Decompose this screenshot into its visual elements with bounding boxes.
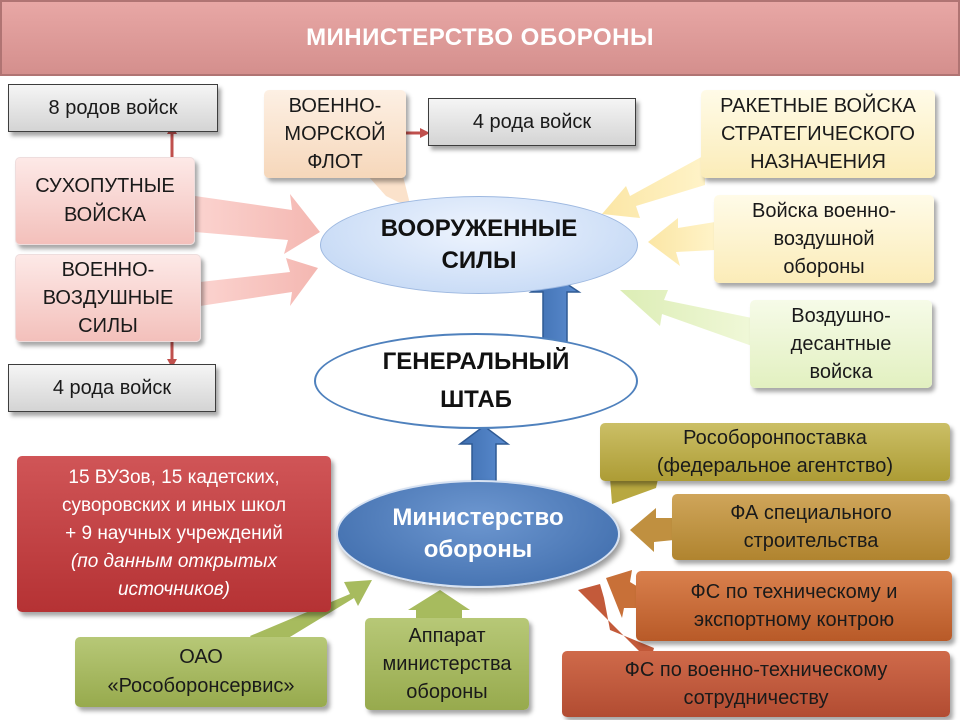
education-line-1: 15 ВУЗов, 15 кадетских, xyxy=(68,467,280,488)
arrow-military-coop xyxy=(578,584,654,662)
special-construction-line-2: строительства xyxy=(743,530,879,552)
aerospace-defense-box: Войска военно- воздушной обороны xyxy=(714,195,934,283)
airborne-line-2: десантные xyxy=(790,333,892,355)
apparatus-line-1: Аппарат xyxy=(408,625,486,647)
education-line-4: (по данным открытых xyxy=(70,551,278,572)
arrow-airborne-to-armed xyxy=(620,290,752,346)
navy-line-2: МОРСКОЙ xyxy=(284,123,386,145)
strategic-missile-line-2: СТРАТЕГИЧЕСКОГО xyxy=(721,123,915,145)
special-construction-box: ФА специального строительства xyxy=(672,494,950,560)
arrow-missile-to-armed xyxy=(602,155,705,218)
airborne-line-3: войска xyxy=(809,361,873,383)
apparatus-line-2: министерства xyxy=(382,653,512,675)
export-control-box: ФС по техническому и экспортному контрою xyxy=(636,571,952,641)
education-line-3: + 9 научных учреждений xyxy=(65,523,283,544)
export-control-line-2: экспортному контрою xyxy=(693,609,895,631)
arrow-oboronservis xyxy=(250,580,372,654)
rosoboronpostavka-line-2: (федеральное агентство) xyxy=(656,455,894,477)
aerospace-defense-line-1: Войска военно- xyxy=(751,200,897,222)
arrow-apparatus xyxy=(408,590,470,622)
airborne-line-1: Воздушно- xyxy=(791,305,891,327)
ministry-ellipse: Министерство обороны xyxy=(336,480,620,588)
airborne-box: Воздушно- десантные войска xyxy=(750,300,932,388)
arrow-export-control xyxy=(606,570,640,618)
ground-branches-box: 8 родов войск xyxy=(8,84,218,132)
general-staff-line-1: ГЕНЕРАЛЬНЫЙ xyxy=(382,348,570,375)
navy-line-1: ВОЕННО- xyxy=(288,95,382,117)
connector-air-branches-head xyxy=(167,359,177,368)
arrow-aerodef-to-armed xyxy=(648,218,715,266)
strategic-missile-box: РАКЕТНЫЕ ВОЙСКА СТРАТЕГИЧЕСКОГО НАЗНАЧЕН… xyxy=(701,90,935,178)
ground-branches-label: 8 родов войск xyxy=(48,96,178,119)
arrow-special-construction xyxy=(630,508,674,552)
armed-forces-ellipse: ВООРУЖЕННЫЕ СИЛЫ xyxy=(320,196,638,294)
ministry-line-1: Министерство xyxy=(392,504,564,531)
education-box: 15 ВУЗов, 15 кадетских, суворовских и ин… xyxy=(17,456,331,612)
navy-line-3: ФЛОТ xyxy=(307,151,363,173)
oboronservis-line-2: «Рособоронсервис» xyxy=(107,675,295,697)
armed-forces-line-2: СИЛЫ xyxy=(441,247,517,274)
military-coop-line-2: сотрудничеству xyxy=(683,687,829,709)
education-line-5: источников) xyxy=(117,579,231,600)
oboronservis-line-1: ОАО xyxy=(179,646,223,668)
navy-box: ВОЕННО- МОРСКОЙ ФЛОТ xyxy=(264,90,406,178)
ground-forces-box: СУХОПУТНЫЕ ВОЙСКА xyxy=(15,157,195,245)
rosoboronpostavka-line-1: Рособоронпоставка xyxy=(683,427,867,449)
air-forces-line-3: СИЛЫ xyxy=(78,315,138,337)
general-staff-ellipse: ГЕНЕРАЛЬНЫЙ ШТАБ xyxy=(314,333,638,429)
armed-forces-line-1: ВООРУЖЕННЫЕ xyxy=(380,215,578,242)
special-construction-line-1: ФА специального xyxy=(730,502,892,524)
ground-forces-line-2: ВОЙСКА xyxy=(63,204,147,226)
ministry-line-2: обороны xyxy=(423,536,533,563)
education-line-2: суворовских и иных школ xyxy=(61,495,287,516)
apparatus-box: Аппарат министерства обороны xyxy=(365,618,529,710)
air-forces-box: ВОЕННО- ВОЗДУШНЫЕ СИЛЫ xyxy=(15,254,201,342)
title-banner: МИНИСТЕРСТВО ОБОРОНЫ xyxy=(0,0,960,76)
strategic-missile-line-1: РАКЕТНЫЕ ВОЙСКА xyxy=(720,95,916,117)
air-forces-line-1: ВОЕННО- xyxy=(61,259,155,281)
arrow-navy-to-armed xyxy=(368,172,410,204)
navy-branches-label: 4 рода войск xyxy=(472,110,592,133)
ground-forces-line-1: СУХОПУТНЫЕ xyxy=(35,175,175,197)
navy-branches-box: 4 рода войск xyxy=(428,98,636,146)
aerospace-defense-line-3: обороны xyxy=(783,256,865,278)
rosoboronpostavka-box: Рособоронпоставка (федеральное агентство… xyxy=(600,423,950,481)
connector-navy-branches-head xyxy=(420,128,430,138)
aerospace-defense-line-2: воздушной xyxy=(773,228,875,250)
oboronservis-box: ОАО «Рособоронсервис» xyxy=(75,637,327,707)
strategic-missile-line-3: НАЗНАЧЕНИЯ xyxy=(750,151,886,173)
air-forces-line-2: ВОЗДУШНЫЕ xyxy=(42,287,174,309)
air-branches-box: 4 рода войск xyxy=(8,364,216,412)
export-control-line-1: ФС по техническому и xyxy=(690,581,898,603)
apparatus-line-3: обороны xyxy=(406,681,488,703)
general-staff-line-2: ШТАБ xyxy=(440,386,512,413)
arrow-air-to-armed xyxy=(200,258,318,306)
air-branches-label: 4 рода войск xyxy=(52,376,172,399)
military-coop-line-1: ФС по военно-техническому xyxy=(624,659,888,681)
military-coop-box: ФС по военно-техническому сотрудничеству xyxy=(562,651,950,717)
page-title: МИНИСТЕРСТВО ОБОРОНЫ xyxy=(306,24,654,51)
arrow-ground-to-armed xyxy=(195,194,320,254)
